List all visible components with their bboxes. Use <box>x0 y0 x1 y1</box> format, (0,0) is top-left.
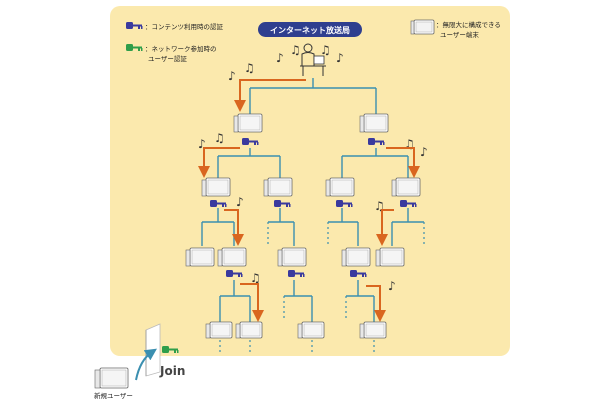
monitor-icon <box>217 247 247 267</box>
svg-text:♪: ♪ <box>336 51 344 65</box>
user-terminals <box>185 113 421 339</box>
monitor-icon <box>359 113 389 133</box>
svg-text:♫: ♫ <box>404 137 415 151</box>
arrow-icon <box>376 209 394 246</box>
door-icon <box>145 323 161 377</box>
monitor-icon <box>201 177 231 197</box>
monitor-icon <box>185 247 215 267</box>
network-key-join-icon <box>162 346 179 353</box>
new-user-monitor-icon <box>94 367 129 389</box>
legend-content-key-text: ：コンテンツ利用時の認証 <box>145 22 224 31</box>
continuation-lines <box>219 222 425 352</box>
monitor-icon <box>277 247 307 267</box>
content-key-icon <box>126 22 143 29</box>
join-arrow-icon <box>135 348 157 381</box>
connection-lines <box>201 78 424 322</box>
network-key-icon <box>126 44 143 51</box>
join-label: Join <box>159 364 185 378</box>
page-title: インターネット放送局 <box>270 25 350 35</box>
legend-terminal-line1: ：無限大に構成できる <box>436 20 501 29</box>
svg-text:♫: ♫ <box>244 61 255 75</box>
svg-text:♪: ♪ <box>236 195 244 209</box>
key-icon <box>210 138 417 277</box>
monitor-icon <box>325 177 355 197</box>
monitor-icon <box>205 321 233 339</box>
monitor-icon <box>263 177 293 197</box>
svg-text:♫: ♫ <box>374 199 385 213</box>
svg-text:♫: ♫ <box>214 131 225 145</box>
legend: ：コンテンツ利用時の認証 ：ネットワーク参加時の ユーザー認証 ：無限大に構成で… <box>126 19 501 63</box>
svg-text:♪: ♪ <box>198 137 206 151</box>
svg-text:♫: ♫ <box>290 43 301 57</box>
music-note-icon: ♪ ♫ ♫ ♪ ♪ ♫ ♪ ♫ ♫ ♪ ♪ ♫ ♫ ♪ <box>198 43 428 293</box>
arrow-icon <box>224 209 244 246</box>
monitor-icon <box>235 321 263 339</box>
broadcaster-title: インターネット放送局 <box>258 22 362 37</box>
diagram-panel <box>110 6 510 356</box>
monitor-icon <box>341 247 371 267</box>
arrow-icon <box>198 147 240 178</box>
legend-network-key-line1: ：ネットワーク参加時の <box>145 44 217 53</box>
arrow-icon <box>240 283 264 322</box>
svg-text:♫: ♫ <box>250 271 261 285</box>
monitor-icon <box>233 113 263 133</box>
arrow-icon <box>386 147 420 178</box>
new-user-label: 新規ユーザー <box>94 391 133 400</box>
svg-text:♪: ♪ <box>388 279 396 293</box>
monitor-icon <box>359 321 387 339</box>
monitor-icon <box>375 247 405 267</box>
broadcaster-icon <box>300 43 326 76</box>
monitor-icon <box>297 321 325 339</box>
legend-monitor-icon <box>410 19 435 35</box>
legend-network-key-line2: ユーザー認証 <box>148 54 187 63</box>
arrow-icon <box>234 79 306 112</box>
svg-text:♪: ♪ <box>420 145 428 159</box>
svg-text:♪: ♪ <box>228 69 236 83</box>
legend-terminal-line2: ユーザー端末 <box>440 30 479 39</box>
svg-text:♫: ♫ <box>320 43 331 57</box>
monitor-icon <box>391 177 421 197</box>
svg-text:♪: ♪ <box>276 51 284 65</box>
stream-arrows <box>198 79 420 322</box>
arrow-icon <box>366 285 386 322</box>
